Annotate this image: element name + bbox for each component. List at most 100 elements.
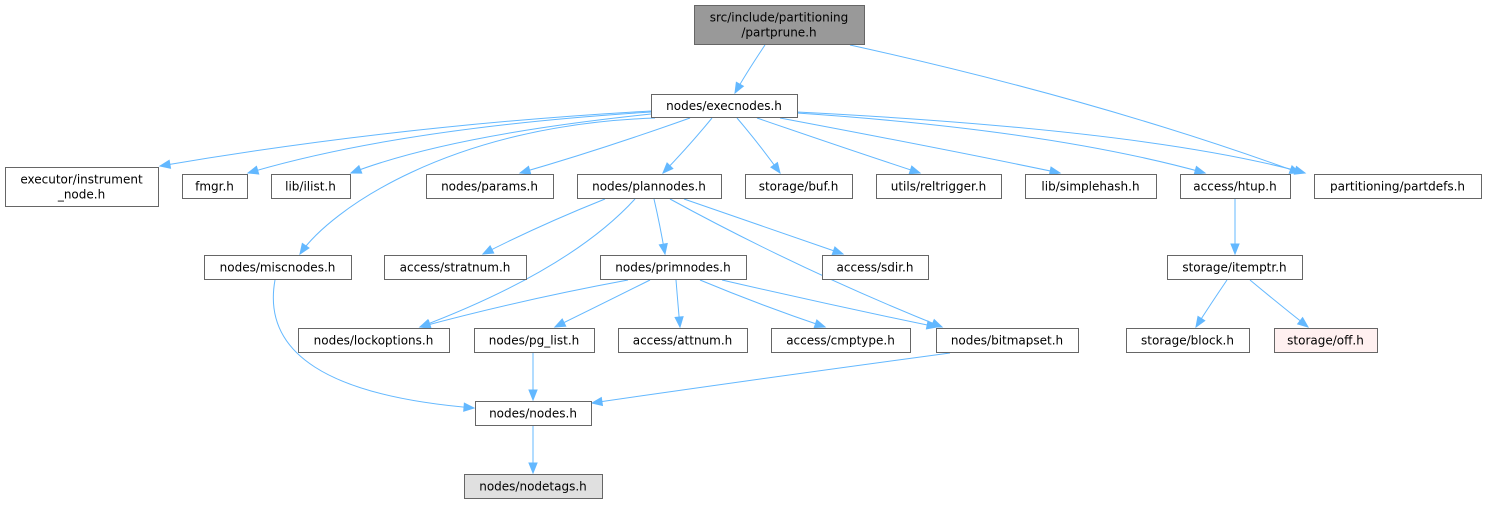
arrowhead-icon [674, 316, 684, 329]
node-nodes[interactable]: nodes/nodes.h [475, 401, 592, 426]
edge-execnodes-to-miscnodes [299, 117, 656, 256]
node-params[interactable]: nodes/params.h [426, 174, 554, 199]
node-attnum[interactable]: access/attnum.h [618, 328, 748, 353]
edge-line [796, 111, 1306, 174]
edge-execnodes-to-ilist [349, 113, 652, 174]
edge-line [159, 110, 652, 167]
edge-line [669, 198, 943, 328]
node-label: _node.h [57, 188, 105, 202]
edge-line [299, 117, 656, 255]
node-label: /partprune.h [741, 26, 816, 40]
node-fmgr[interactable]: fmgr.h [182, 174, 248, 199]
node-bitmapset[interactable]: nodes/bitmapset.h [936, 328, 1079, 353]
node-box [1126, 328, 1250, 353]
edge-line [350, 113, 652, 174]
node-off[interactable]: storage/off.h [1274, 328, 1378, 353]
node-label: storage/block.h [1141, 334, 1234, 348]
node-instrument[interactable]: executor/instrument_node.h [5, 167, 159, 207]
node-partprune[interactable]: src/include/partitioning/partprune.h [694, 5, 865, 45]
node-itemptr[interactable]: storage/itemptr.h [1167, 255, 1303, 280]
node-buf[interactable]: storage/buf.h [745, 174, 853, 199]
node-box [651, 94, 798, 118]
edge-execnodes-to-partdefs [796, 111, 1307, 175]
node-box [1167, 255, 1303, 280]
node-nodetags[interactable]: nodes/nodetags.h [464, 474, 603, 499]
node-label: access/htup.h [1193, 180, 1276, 194]
node-box [936, 328, 1079, 353]
arrowhead-icon [481, 245, 495, 255]
edges-layer [158, 44, 1310, 475]
arrowhead-icon [813, 319, 827, 329]
edge-line [756, 117, 921, 174]
arrowhead-icon [1293, 165, 1307, 175]
edge-line [591, 352, 951, 404]
node-cmptype[interactable]: access/cmptype.h [771, 328, 911, 353]
node-miscnodes[interactable]: nodes/miscnodes.h [204, 255, 352, 280]
node-partdefs[interactable]: partitioning/partdefs.h [1314, 174, 1482, 199]
edge-primnodes-to-pg_list [553, 279, 651, 328]
edge-execnodes-to-htup [796, 112, 1207, 175]
node-box [1274, 328, 1378, 353]
edge-bitmapset-to-nodes [590, 352, 951, 407]
arrowhead-icon [463, 402, 476, 412]
edge-primnodes-to-attnum [674, 279, 684, 329]
node-execnodes[interactable]: nodes/execnodes.h [651, 94, 798, 118]
node-simplehash[interactable]: lib/simplehash.h [1025, 174, 1157, 199]
edge-line [554, 279, 651, 328]
edge-line [247, 111, 652, 174]
edge-line [419, 198, 636, 328]
node-label: nodes/nodes.h [489, 407, 577, 421]
node-label: nodes/plannodes.h [592, 180, 706, 194]
node-label: partitioning/partdefs.h [1330, 180, 1465, 194]
edge-itemptr-to-block [1195, 279, 1228, 329]
edge-plannodes-to-primnodes [653, 198, 668, 256]
edge-miscnodes-to-nodes [273, 279, 476, 412]
node-lockoptions[interactable]: nodes/lockoptions.h [298, 328, 450, 353]
arrowhead-icon [1048, 166, 1062, 176]
node-htup[interactable]: access/htup.h [1180, 174, 1291, 199]
node-box [745, 174, 853, 199]
edge-line [683, 198, 844, 255]
arrowhead-icon [528, 389, 538, 402]
node-ilist[interactable]: lib/ilist.h [271, 174, 351, 199]
node-label: lib/ilist.h [285, 180, 336, 194]
node-box [600, 255, 747, 280]
edge-partprune-to-partdefs [849, 44, 1302, 174]
node-plannodes[interactable]: nodes/plannodes.h [577, 174, 722, 199]
arrowhead-icon [158, 159, 172, 169]
edge-line [699, 279, 826, 328]
edge-line [721, 279, 938, 328]
node-label: access/stratnum.h [400, 261, 511, 275]
arrowhead-icon [831, 246, 845, 256]
arrowhead-icon [246, 165, 260, 175]
node-label: storage/itemptr.h [1182, 261, 1286, 275]
node-pg_list[interactable]: nodes/pg_list.h [474, 328, 595, 353]
arrowhead-icon [658, 242, 668, 256]
node-label: nodes/primnodes.h [615, 261, 730, 275]
nodes-layer: src/include/partitioning/partprune.h node… [5, 5, 1482, 499]
node-stratnum[interactable]: access/stratnum.h [384, 255, 527, 280]
node-label: fmgr.h [195, 180, 234, 194]
arrowhead-icon [418, 319, 432, 329]
node-label: nodes/miscnodes.h [220, 261, 336, 275]
arrowhead-icon [925, 320, 939, 330]
node-box [475, 401, 592, 426]
node-box [822, 255, 929, 280]
node-box [1180, 174, 1291, 199]
node-box [271, 174, 351, 199]
node-block[interactable]: storage/block.h [1126, 328, 1250, 353]
node-label: nodes/bitmapset.h [951, 334, 1063, 348]
node-reltrigger[interactable]: utils/reltrigger.h [876, 174, 1002, 199]
node-box [577, 174, 722, 199]
node-sdir[interactable]: access/sdir.h [822, 255, 929, 280]
edge-execnodes-to-instrument [158, 110, 652, 169]
node-label: access/sdir.h [837, 261, 914, 275]
node-label: nodes/lockoptions.h [314, 334, 434, 348]
node-box [204, 255, 352, 280]
edge-execnodes-to-buf [736, 117, 781, 175]
node-primnodes[interactable]: nodes/primnodes.h [600, 255, 747, 280]
edge-plannodes-to-sdir [683, 198, 845, 256]
node-label: src/include/partitioning [710, 11, 849, 25]
edge-line [273, 279, 475, 409]
